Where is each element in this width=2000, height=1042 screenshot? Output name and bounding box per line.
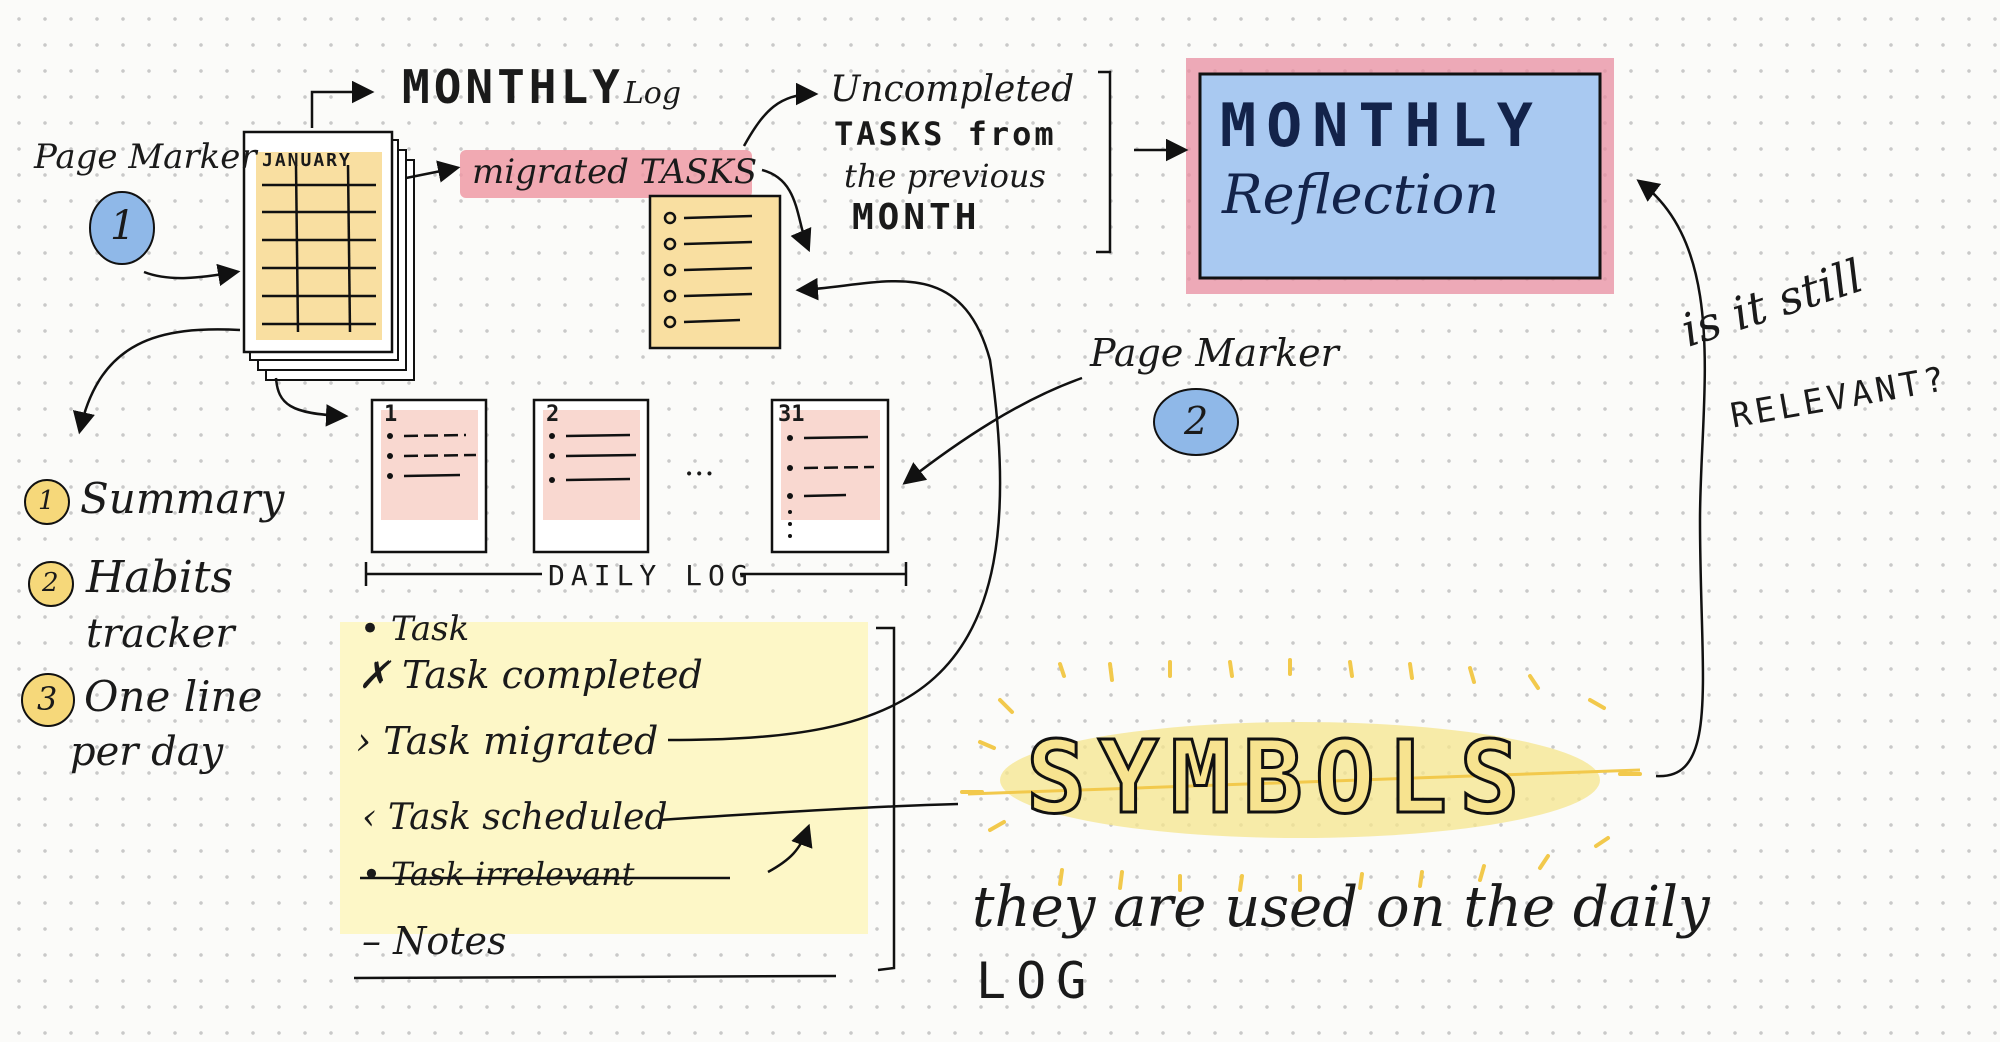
daily-page-number: 2	[546, 402, 560, 427]
page-marker-1-number: 1	[110, 203, 136, 249]
uncompleted-note-line4: MONTH	[852, 197, 981, 238]
marker-list-number: 2	[42, 568, 59, 598]
migrated-tasks-highlight	[460, 150, 752, 198]
daily-log-ellipsis: ...	[684, 445, 715, 483]
legend-label: Notes	[393, 919, 507, 963]
task-symbol: •	[360, 609, 381, 649]
uncompleted-note-line3: the previous	[844, 157, 1046, 195]
monthly-log-pages	[242, 130, 415, 381]
page-marker-2-number: 2	[1184, 399, 1209, 443]
monthly-log-title: MONTHLYLog	[402, 64, 681, 110]
marker-list-number: 3	[37, 680, 58, 718]
calendar-label: JANUARY	[262, 150, 352, 171]
marker-list-circles	[21, 479, 75, 727]
marker-list-number: 1	[38, 486, 55, 516]
legend-background	[340, 622, 868, 934]
monthly-log-title-text: MONTHLY	[402, 60, 624, 114]
page-marker-2-label: Page Marker	[1090, 331, 1339, 375]
symbols-glow	[960, 658, 1642, 892]
uncompleted-note-line2: TASKS from	[834, 115, 1057, 153]
monthly-reflection-title: MONTHLY	[1220, 91, 1543, 161]
calendar-grid	[262, 164, 376, 333]
marker-list-label-line2: tracker	[86, 611, 235, 657]
monthly-reflection-frame	[1186, 58, 1614, 294]
daily-page-number: 1	[384, 402, 398, 427]
legend-label: Task	[390, 609, 470, 649]
legend-item-task: • Task	[360, 612, 469, 646]
connectors	[72, 70, 1707, 874]
legend-label: Task scheduled	[387, 797, 668, 838]
marker-list-label: Habits	[86, 552, 234, 603]
legend-label: Task migrated	[383, 719, 659, 763]
legend-label: Task irrelevant	[391, 855, 635, 893]
scheduled-symbol: ‹	[362, 797, 377, 838]
daily-log-label: DAILY LOG	[548, 559, 754, 592]
daily-log-pages	[370, 398, 890, 554]
symbols-title: SYMBOLS	[1024, 719, 1532, 836]
daily-log-bracket	[364, 562, 908, 586]
notes-symbol: –	[362, 919, 381, 963]
legend-item-notes: – Notes	[362, 922, 506, 960]
marker-list-label: Summary	[80, 474, 285, 523]
legend-item-task-scheduled: ‹ Task scheduled	[362, 800, 668, 836]
legend-item-task-irrelevant: • Task irrelevant	[362, 858, 635, 890]
monthly-reflection-subtitle: Reflection	[1222, 163, 1500, 226]
page-marker-1-blob	[89, 191, 155, 265]
completed-symbol: ✗	[358, 653, 390, 697]
legend-bracket	[353, 626, 896, 980]
symbols-caption-line2: LOG	[976, 952, 1097, 1010]
marker-list-label-line2: per day	[70, 729, 224, 775]
page-marker-2-blob	[1153, 388, 1239, 456]
uncompleted-note-line1: Uncompleted	[830, 69, 1075, 110]
migrated-symbol: ›	[356, 719, 372, 763]
daily-page-number: 31	[778, 402, 805, 427]
legend-item-task-migrated: › Task migrated	[356, 722, 658, 760]
monthly-log-title-suffix: Log	[623, 76, 682, 111]
legend-item-task-completed: ✗ Task completed	[358, 656, 703, 694]
symbols-caption-line1: they are used on the daily	[972, 875, 1710, 940]
migrated-tasks-label: migrated TASKS	[472, 152, 758, 192]
legend-label: Task completed	[401, 653, 703, 697]
irrelevant-symbol: •	[362, 855, 381, 893]
page-marker-1-label: Page Marker	[34, 137, 257, 177]
marker-list-label: One line	[84, 672, 263, 721]
migrated-tasks-page	[648, 194, 782, 350]
calendar-fill	[256, 152, 382, 340]
